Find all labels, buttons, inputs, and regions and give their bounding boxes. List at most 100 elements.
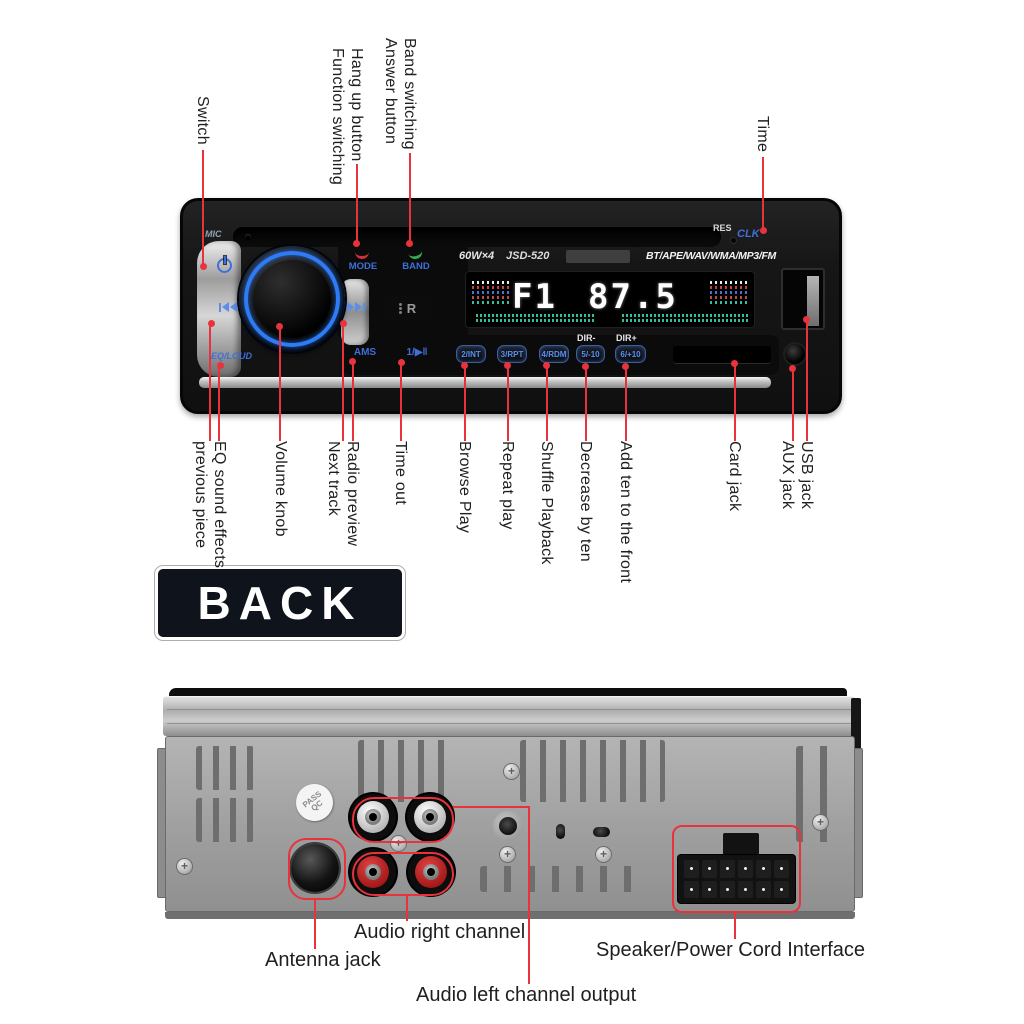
leader-line-decrease	[585, 367, 587, 441]
lid-seam	[167, 723, 851, 724]
marker-mode	[353, 240, 360, 247]
button-4-rdm: 4/RDM	[539, 345, 569, 363]
marker-eq	[217, 362, 224, 369]
marker-band	[406, 240, 413, 247]
label-function-switching-text: Function switching	[329, 48, 346, 186]
marker-aux	[789, 365, 796, 372]
stereo-front-panel: MIC RES CLK MODE BAND R EQ/LOUD AMS 1/▶‖…	[180, 198, 842, 414]
iso-connector-tab	[723, 833, 759, 857]
label-card-jack: Card jack	[725, 441, 744, 511]
volume-knob	[239, 246, 345, 352]
label-card-jack-text: Card jack	[726, 441, 743, 512]
chrome-trim-bottom	[199, 377, 771, 388]
oval-hole	[556, 824, 565, 839]
back-lid	[163, 696, 855, 736]
chrome-trim-right	[341, 279, 369, 345]
iso-pin	[738, 880, 753, 898]
label-volume-knob: Volume knob	[271, 441, 290, 537]
marker-next	[340, 320, 347, 327]
vent-group	[520, 740, 665, 802]
leader-line-add-ten	[625, 367, 627, 441]
marker-6plus	[622, 363, 629, 370]
leader-line-usb	[806, 320, 808, 441]
label-time-text: Time	[754, 116, 771, 153]
vent-group	[196, 746, 254, 790]
screw: +	[813, 815, 828, 830]
label-add-ten-text: Add ten to the front	[617, 441, 634, 584]
label-time-out-text: Time out	[392, 441, 409, 506]
leader-line-time-out	[400, 363, 402, 441]
spectrum-left	[472, 281, 510, 306]
leader-line-radio-preview	[352, 362, 354, 441]
iso-pin	[720, 880, 735, 898]
label-hang-up-function: Hang up button Function switching	[328, 48, 366, 185]
spectrum-right	[710, 281, 748, 306]
ams-button: AMS	[353, 347, 377, 358]
card-slot	[673, 346, 771, 363]
display-ticker-right	[622, 314, 748, 322]
vent-group	[480, 866, 633, 892]
label-decrease-by-ten-text: Decrease by ten	[577, 441, 594, 563]
leader-line-speaker	[734, 911, 736, 939]
oval-hole	[593, 827, 610, 837]
leader-line-band	[409, 153, 411, 244]
label-time: Time	[753, 116, 772, 152]
iso-pin	[702, 880, 717, 898]
back-badge-text: BACK	[197, 577, 363, 629]
iso-pin	[756, 880, 771, 898]
button-2-int: 2/INT	[456, 345, 486, 363]
label-usb-aux: USB jack AUX jack	[778, 441, 816, 509]
label-repeat-play: Repeat play	[498, 441, 517, 530]
iso-pin	[738, 860, 753, 878]
next-track-icon	[347, 302, 365, 312]
label-add-ten: Add ten to the front	[616, 441, 635, 583]
power-icon	[217, 256, 232, 273]
leader-line-aux	[792, 369, 794, 441]
button-6-plus10: 6/+10	[615, 345, 646, 363]
iso-pin	[774, 880, 789, 898]
band-button: BAND	[402, 261, 430, 272]
ir-letter: R	[406, 300, 417, 316]
formats-label: BT/APE/WAV/WMA/MP3/FM	[646, 250, 777, 262]
label-shuffle-playback-text: Shuffle Playback	[538, 441, 555, 565]
display-dim-segment	[566, 250, 630, 263]
back-badge: BACK	[155, 566, 405, 640]
label-decrease-by-ten: Decrease by ten	[576, 441, 595, 562]
label-next-track-text: Next track	[325, 441, 342, 517]
label-radio-next: Radio preview Next track	[324, 441, 362, 546]
iso-pin	[684, 860, 699, 878]
label-audio-left-channel-output: Audio left channel output	[416, 984, 637, 1006]
leader-line-antenna	[314, 898, 316, 949]
iso-pin	[774, 860, 789, 878]
leader-line-audio-left-horizontal	[453, 806, 530, 808]
label-answer-button-text: Answer button	[382, 38, 399, 145]
label-aux-jack-text: AUX jack	[779, 441, 796, 510]
screw: +	[391, 836, 406, 851]
lid-seam	[167, 709, 851, 710]
label-browse-play: Browse Play	[455, 441, 474, 533]
screw: +	[504, 764, 519, 779]
outline-iso-connector	[672, 825, 801, 913]
previous-track-icon	[219, 302, 237, 312]
display-band-value: F1	[512, 277, 557, 317]
iso-pin	[684, 880, 699, 898]
leader-line-switch	[202, 150, 204, 267]
iso-pin	[756, 860, 771, 878]
label-eq-previous: EQ sound effects previous piece	[191, 441, 229, 568]
marker-clk	[760, 227, 767, 234]
iso-pin	[720, 860, 735, 878]
dir-minus-label: DIR-	[577, 333, 596, 343]
clk-hole	[731, 238, 736, 243]
leader-line-browse	[464, 366, 466, 441]
leader-line-audio-right	[406, 895, 408, 921]
leader-line-repeat	[507, 366, 509, 441]
clk-button: CLK	[737, 228, 760, 240]
label-switch: Switch	[193, 96, 212, 145]
eq-loud-button: EQ/LOUD	[211, 351, 253, 361]
label-previous-piece-text: previous piece	[192, 441, 209, 549]
vent-group	[358, 740, 458, 802]
back-bottom-edge	[165, 912, 855, 919]
marker-5minus	[582, 363, 589, 370]
leader-line-audio-left	[528, 806, 530, 984]
label-radio-preview-text: Radio preview	[344, 441, 361, 547]
